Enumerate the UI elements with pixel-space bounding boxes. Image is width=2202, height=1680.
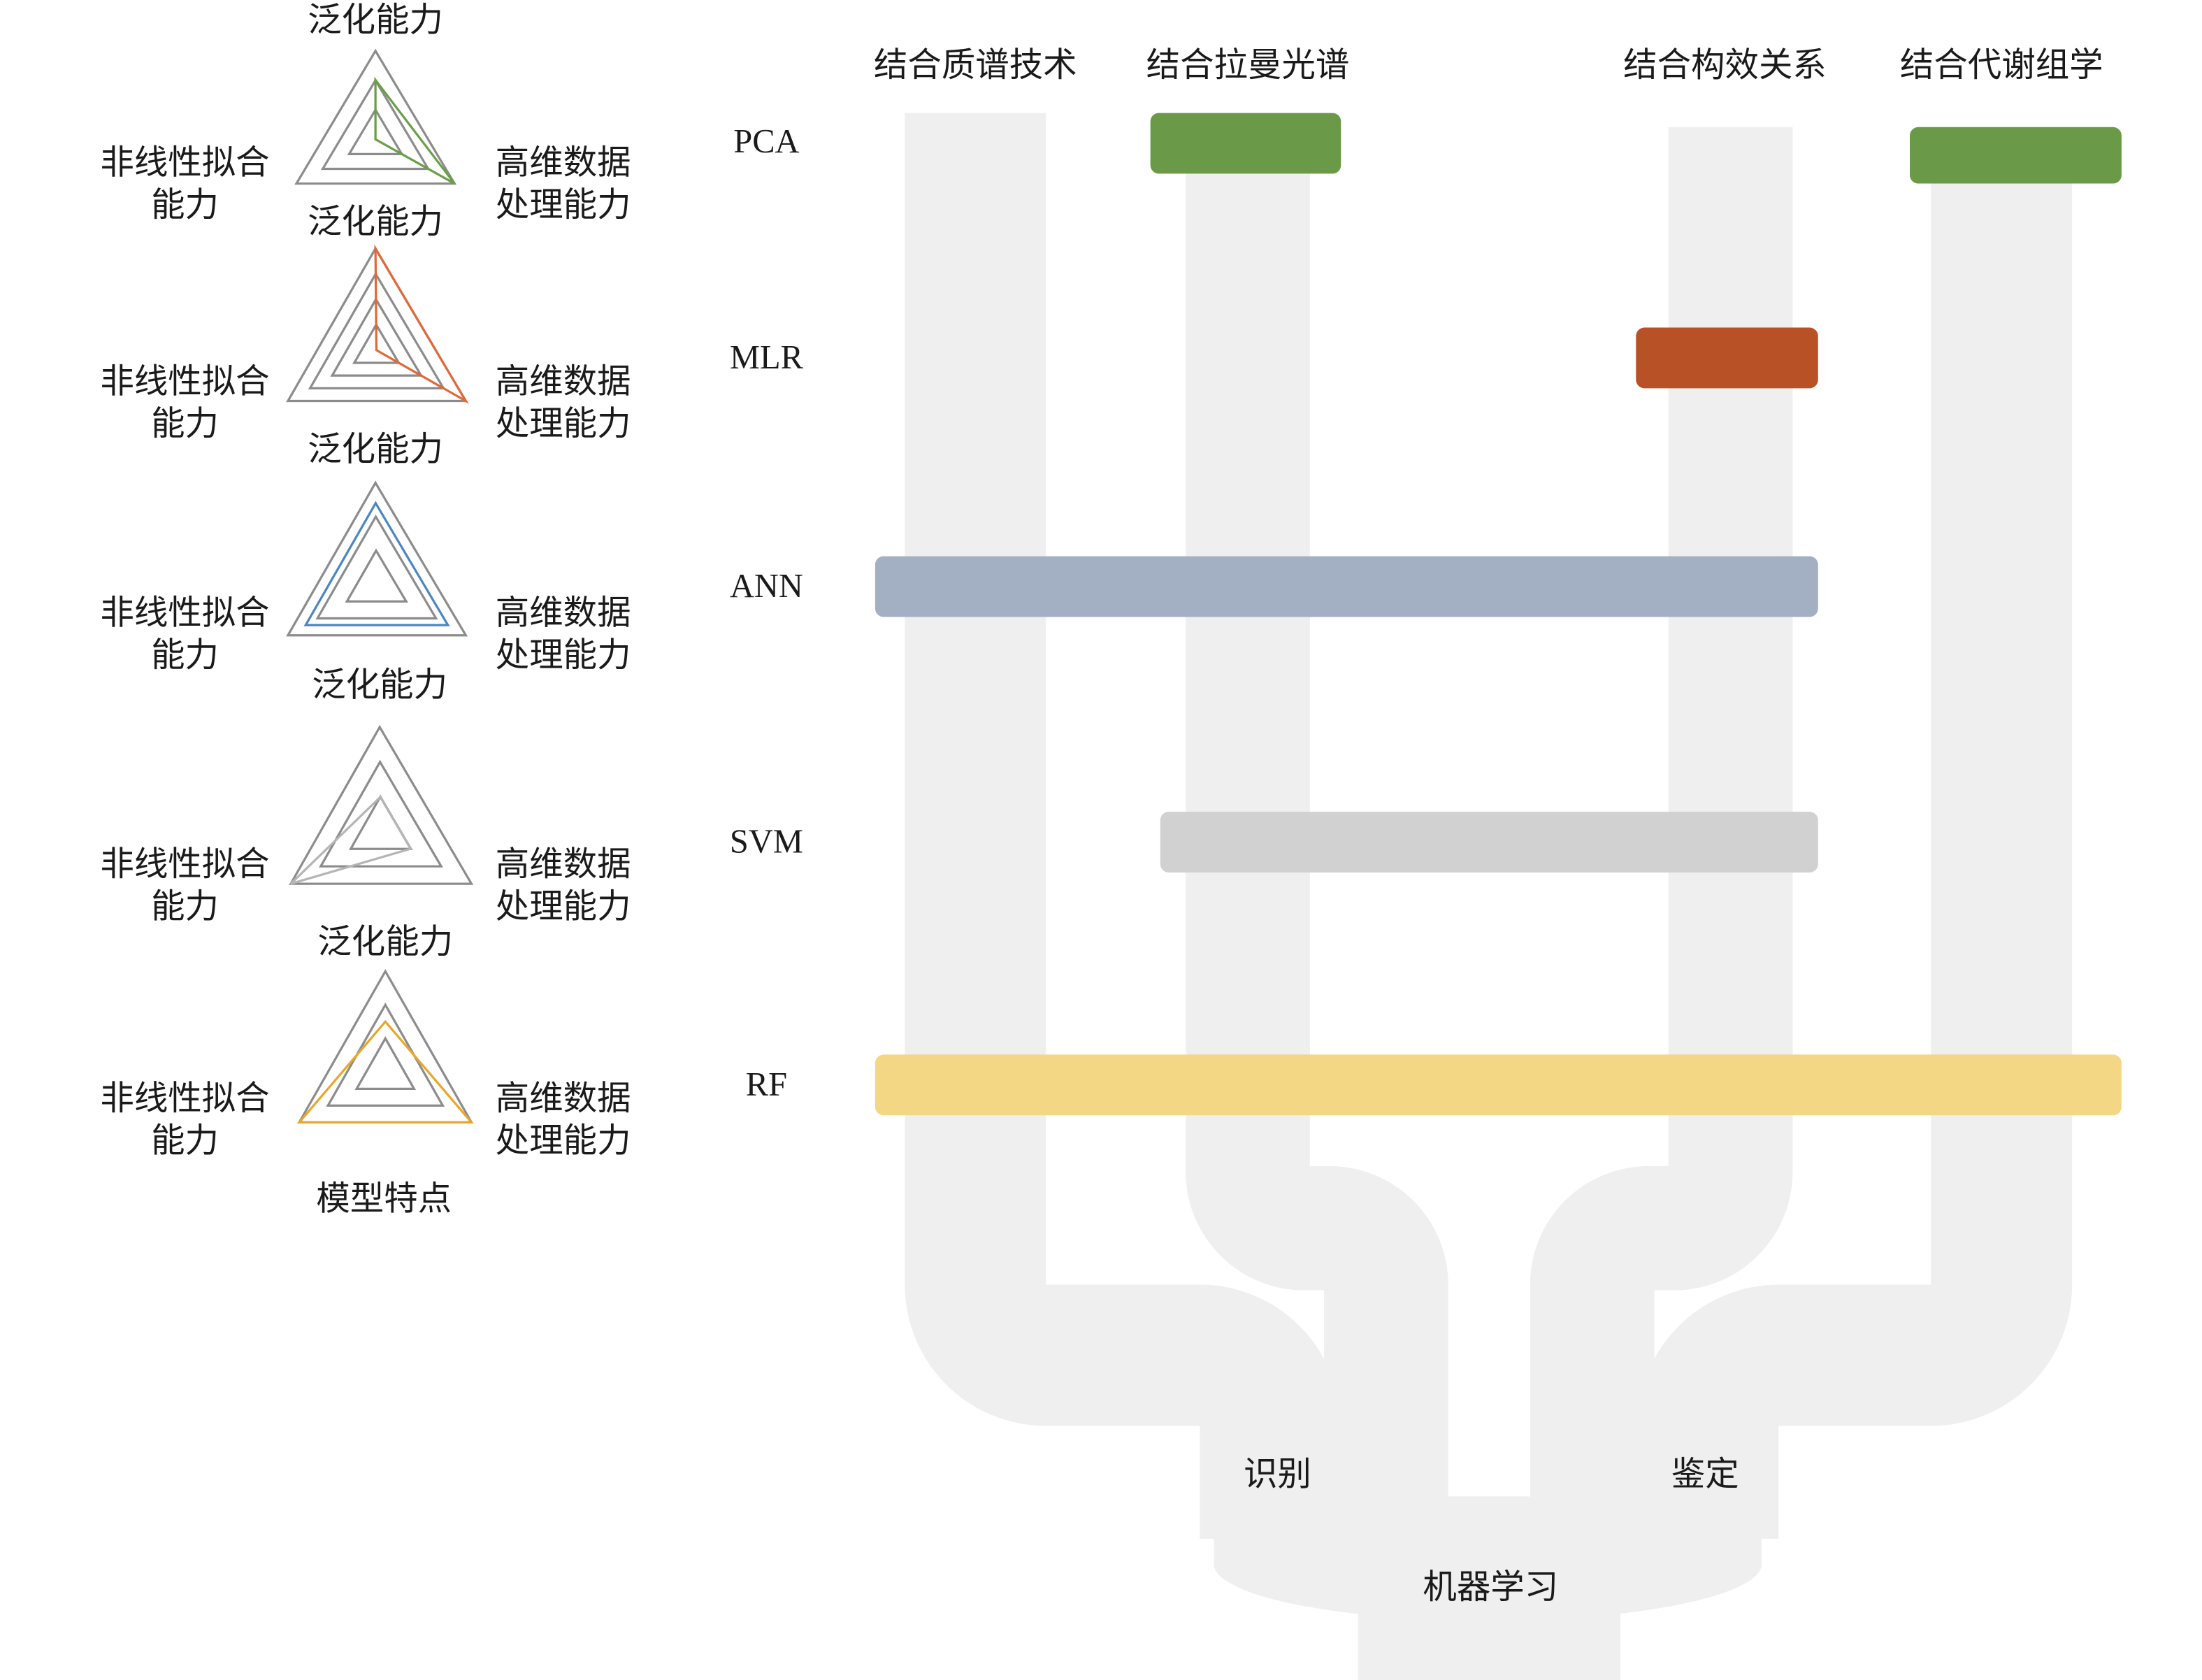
flow-stem: [1358, 1553, 1621, 1680]
radar-grid-ring: [319, 759, 443, 868]
radar-axis-right-2: 处理能力: [496, 1121, 631, 1161]
radar-grid-ring: [348, 794, 413, 850]
radar-axis-right-2: 处理能力: [496, 636, 631, 675]
flow-branch-mass-spec: [905, 113, 1341, 1539]
bar-rf: [875, 1054, 2122, 1116]
model-bars: [875, 113, 2122, 1116]
radar-axis-left-2: 能力: [151, 404, 219, 443]
radar-axis-left: 非线性拟合: [100, 594, 269, 633]
radar-series-svm: [289, 795, 412, 885]
row-labels: PCA MLR ANN SVM RF: [730, 123, 804, 1103]
radar-axis-left-2: 能力: [151, 636, 219, 675]
radar-grid-ring: [315, 514, 438, 620]
radar-axis-top: 泛化能力: [308, 202, 443, 241]
column-header: 结合构效关系: [1623, 45, 1827, 85]
row-label-svm: SVM: [730, 824, 803, 861]
radar-axis-right: 高维数据: [496, 143, 631, 182]
authenticate-label: 鉴定: [1671, 1454, 1739, 1493]
root-label: 机器学习: [1423, 1567, 1558, 1607]
radar-axis-left-2: 能力: [151, 185, 219, 224]
row-label-rf: RF: [746, 1066, 787, 1103]
bar-ann: [875, 556, 1818, 617]
radar-axis-right: 高维数据: [496, 1079, 631, 1118]
identify-label: 识别: [1244, 1454, 1311, 1493]
radar-axis-left-2: 能力: [151, 1121, 219, 1161]
column-headers: 结合质谱技术 结合拉曼光谱 结合构效关系 结合代谢组学: [874, 45, 2103, 85]
radar-grid-ring: [330, 296, 424, 377]
radar-axis-top: 泛化能力: [308, 0, 443, 39]
radar-axis-top: 泛化能力: [312, 666, 447, 705]
radar-charts: 泛化能力非线性拟合能力高维数据处理能力泛化能力非线性拟合能力高维数据处理能力泛化…: [100, 0, 631, 1160]
radar-axis-left: 非线性拟合: [100, 361, 269, 401]
radar-grid-ring: [297, 969, 474, 1123]
radar-grid-ring: [347, 107, 404, 155]
row-label-pca: PCA: [733, 123, 799, 160]
radar-axis-left: 非线性拟合: [100, 845, 269, 884]
flow-branch-metabolomics: [1637, 183, 2073, 1539]
column-header: 结合拉曼光谱: [1146, 45, 1350, 85]
radar-grid-ring: [289, 724, 474, 885]
radar-axis-left: 非线性拟合: [100, 1079, 269, 1118]
bar-pca: [1150, 113, 1341, 174]
radar-axis-top: 泛化能力: [317, 922, 453, 961]
radar-axis-top: 泛化能力: [308, 429, 443, 468]
radar-grid-ring: [320, 78, 431, 171]
radar-series-mlr: [374, 244, 469, 404]
radar-series-pca: [374, 76, 456, 185]
radar-series-ann: [303, 501, 450, 626]
flow-branch-raman: [1186, 169, 1448, 1539]
bar-pca: [1910, 127, 2122, 184]
radar-grid-ring: [354, 1036, 417, 1090]
radar-grid-ring: [345, 548, 408, 603]
radar-grid-ring: [294, 48, 457, 185]
flow-tree: [905, 113, 2073, 1680]
radar-grid-ring: [308, 271, 446, 389]
radar-axis-right-2: 处理能力: [496, 185, 631, 224]
radar-axis-right: 高维数据: [496, 361, 631, 401]
row-label-mlr: MLR: [730, 339, 804, 376]
radar-grid-ring: [286, 480, 468, 637]
radar-axis-right: 高维数据: [496, 594, 631, 633]
radar-axis-left: 非线性拟合: [100, 143, 269, 182]
column-header: 结合质谱技术: [874, 45, 1077, 85]
radar-axis-right-2: 处理能力: [496, 404, 631, 443]
flow-branch-qsar: [1530, 127, 1793, 1539]
row-label-ann: ANN: [730, 568, 803, 605]
bar-mlr: [1636, 327, 1818, 389]
radar-grid-ring: [352, 322, 401, 364]
radar-axis-right-2: 处理能力: [496, 887, 631, 926]
radar-axis-left-2: 能力: [151, 887, 219, 926]
column-header: 结合代谢组学: [1900, 45, 2103, 85]
radar-series-rf: [296, 1019, 474, 1123]
radar-caption: 模型特点: [316, 1179, 452, 1219]
radar-axis-right: 高维数据: [496, 845, 631, 884]
bar-svm: [1160, 812, 1818, 873]
